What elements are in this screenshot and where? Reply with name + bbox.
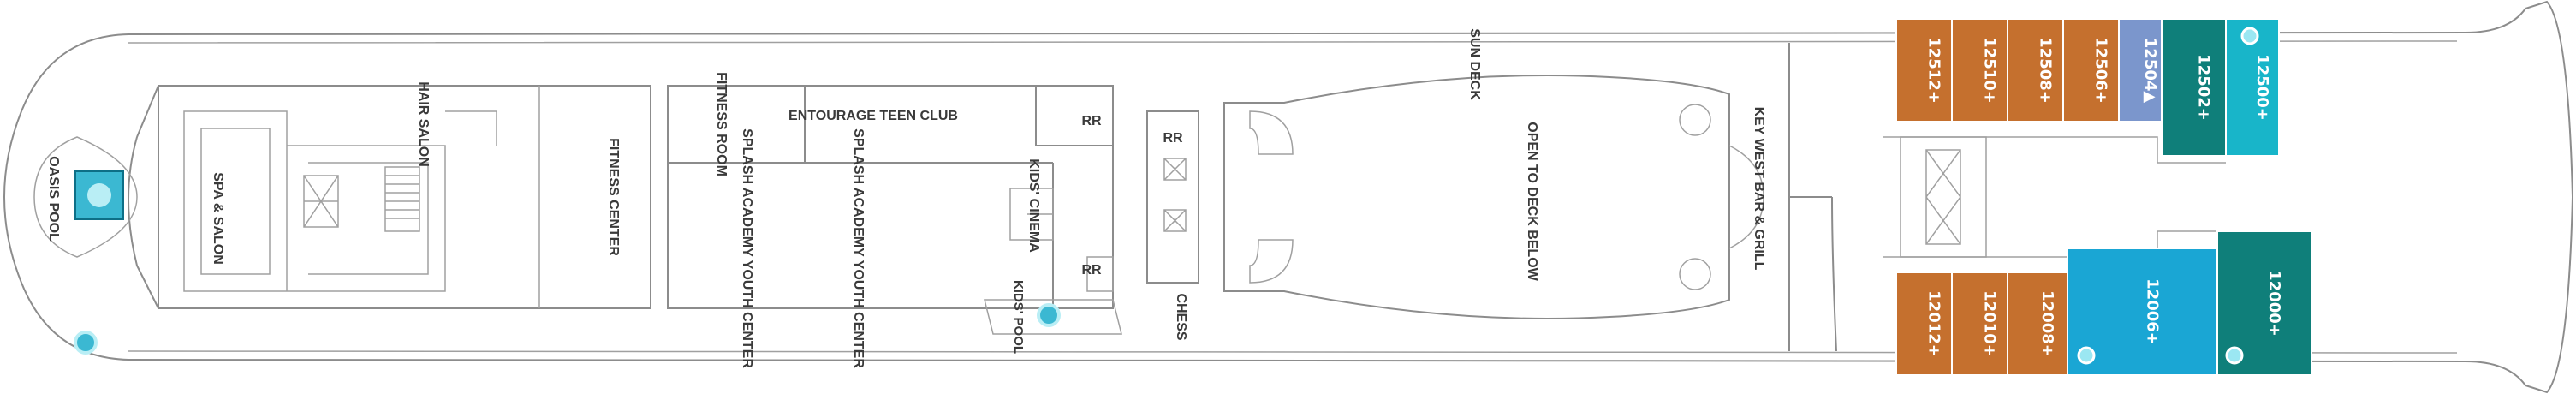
cabin-12506-label: 12506+ [2092,37,2110,104]
cabin-row-bottom: 12012+ 12010+ 12008+ 12006+ 12000+ [1895,230,2312,376]
cabin-12512-label: 12512+ [1925,37,1943,104]
restroom-block [1146,110,1199,284]
bow-divider [1788,43,1837,352]
label-spa-salon: SPA & SALON [211,172,225,265]
ship-hull [3,0,2574,394]
label-fitness-room: FITNESS ROOM [714,72,729,176]
elevator-icon [303,175,339,228]
cabin-12008-box[interactable] [2007,272,2068,376]
cabin-12504-box[interactable] [2118,18,2163,122]
label-chess: CHESS [1174,293,1188,340]
label-fitness-center: FITNESS CENTER [606,138,621,256]
cabin-12010-label: 12010+ [1981,290,1999,357]
label-rr-2: RR [1163,131,1183,146]
open-deck-outline [1223,75,1730,319]
label-kids-pool: KIDS' POOL [1011,280,1026,354]
cabin-12012-label: 12012+ [1925,290,1943,357]
cabin-12000-label: 12000+ [2265,270,2283,337]
label-entourage: ENTOURAGE TEEN CLUB [788,109,958,123]
cabin-hot-tub-icon [2225,346,2244,365]
aft-structure [128,85,651,309]
label-oasis-pool: OASIS POOL [46,156,61,242]
spa-walls [183,86,540,308]
cabin-12502-label: 12502+ [2195,54,2213,121]
cabin-12504-label: 12504▲ [2141,38,2159,104]
jacuzzi-icon [74,331,98,355]
cabin-12506-box[interactable] [2062,18,2120,122]
forward-elevators [1900,136,1987,258]
cabin-hot-tub-icon [2077,346,2096,365]
label-open-deck: OPEN TO DECK BELOW [1525,122,1539,281]
cabin-12508-label: 12508+ [2037,37,2055,104]
tree-icon-top [1679,104,1711,136]
cabin-12500-label: 12500+ [2253,54,2271,121]
cabin-12512-box[interactable] [1895,18,1953,122]
cabin-12508-box[interactable] [2007,18,2064,122]
oasis-pool-highlight [87,183,111,207]
label-rr-3: RR [1081,263,1102,278]
elevator-pair [1163,158,1187,232]
label-sun-deck: SUN DECK [1467,28,1482,100]
cabin-12008-label: 12008+ [2038,290,2056,357]
forward-corridor [1883,136,2226,258]
kids-pool [1037,303,1061,327]
cabin-12010-box[interactable] [1951,272,2008,376]
label-kids-cinema: KIDS' CINEMA [1026,158,1041,253]
label-rr-1: RR [1081,114,1102,128]
cabin-12510-label: 12510+ [1981,37,1999,104]
kids-area-walls [984,188,1122,335]
label-key-west: KEY WEST BAR & GRILL [1752,107,1766,271]
stairs-icon [384,166,420,232]
tree-icon-bottom [1679,258,1711,290]
label-hair-salon: HAIR SALON [416,81,431,167]
label-splash-youth-1: SPLASH ACADEMY YOUTH CENTER [740,128,754,368]
cabin-12006-label: 12006+ [2144,278,2162,345]
key-west-bar [1728,145,1764,249]
spiral-stair-aft [1249,110,1294,284]
label-splash-youth-2: SPLASH ACADEMY YOUTH CENTER [851,128,866,368]
fitness-room-walls [667,85,1114,309]
cabin-12502-box[interactable] [2161,18,2227,157]
cabin-row-top: 12512+ 12510+ 12508+ 12506+ 12504▲ 12502+ 1250… [1895,18,2280,157]
cabin-hot-tub-icon [2240,27,2259,45]
oasis-pool-deck [33,136,138,258]
